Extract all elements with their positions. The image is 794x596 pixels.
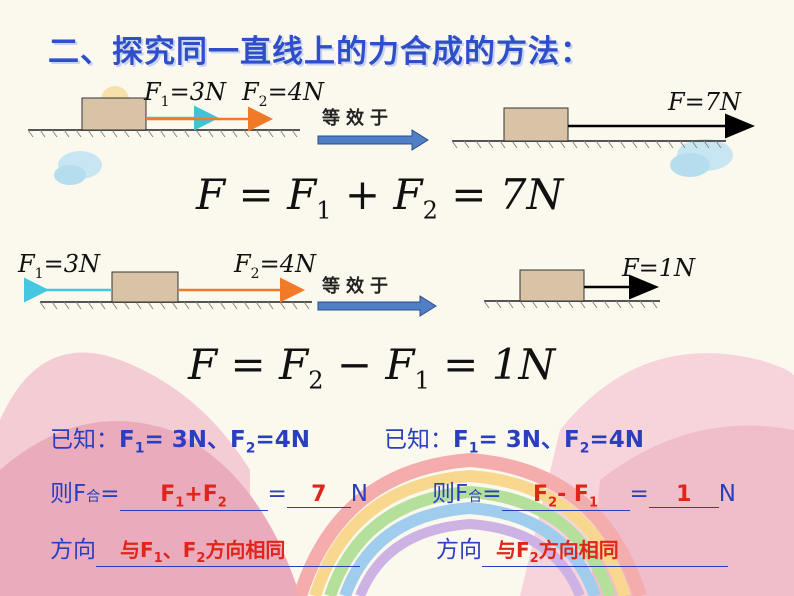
right-answer-blank-value[interactable]: 1 (648, 481, 719, 508)
ground-hatch-row2-right (483, 300, 658, 309)
right-direction-blank[interactable]: 与F2方向相同 (482, 534, 728, 567)
block-row2-left (111, 271, 179, 303)
ground-hatch-row1-left (27, 129, 298, 138)
row2-diagram (23, 269, 660, 317)
equation-row2: F = F2 − F1 = 1N (188, 340, 556, 395)
left-answer-blank-expr[interactable]: F1+F2 (119, 481, 268, 512)
block-row1-right (503, 107, 569, 142)
label-f2-row1: F2=4N (242, 78, 324, 110)
left-direction-blank[interactable]: 与F1、F2方向相同 (96, 534, 360, 567)
equiv-arrow-row2 (317, 295, 437, 317)
ground-hatch-row1-right (451, 140, 722, 149)
label-f1-row1: F1=3N (144, 78, 226, 110)
ground-hatch-row2-left (39, 301, 310, 310)
row1-diagram (27, 97, 755, 151)
right-answer-blank-expr[interactable]: F2- F1 (501, 481, 630, 512)
label-result-row1: F=7N (668, 88, 742, 116)
left-direction-line: 方向与F1、F2方向相同 (50, 530, 360, 567)
right-direction-line: 方向与F2方向相同 (436, 530, 728, 567)
left-given: 已知：F1= 3N、F2=4N (50, 427, 310, 457)
label-f1-row2: F1=3N (18, 250, 100, 282)
equiv-arrow-row1 (317, 129, 429, 151)
equiv-label-row2: 等效于 (322, 276, 394, 297)
label-result-row2: F=1N (622, 254, 696, 282)
slide-title: 二、探究同一直线上的力合成的方法： (48, 34, 592, 70)
block-row2-right (519, 269, 585, 302)
equation-row1: F = F1 + F2 = 7N (196, 170, 564, 225)
block-row1-left (81, 97, 147, 131)
right-given: 已知：F1= 3N、F2=4N (384, 427, 644, 457)
equiv-label-row1: 等效于 (322, 108, 394, 129)
background-decoration (0, 86, 794, 596)
label-f2-row2: F2=4N (234, 250, 316, 282)
left-answer-blank-value[interactable]: 7 (286, 481, 351, 508)
